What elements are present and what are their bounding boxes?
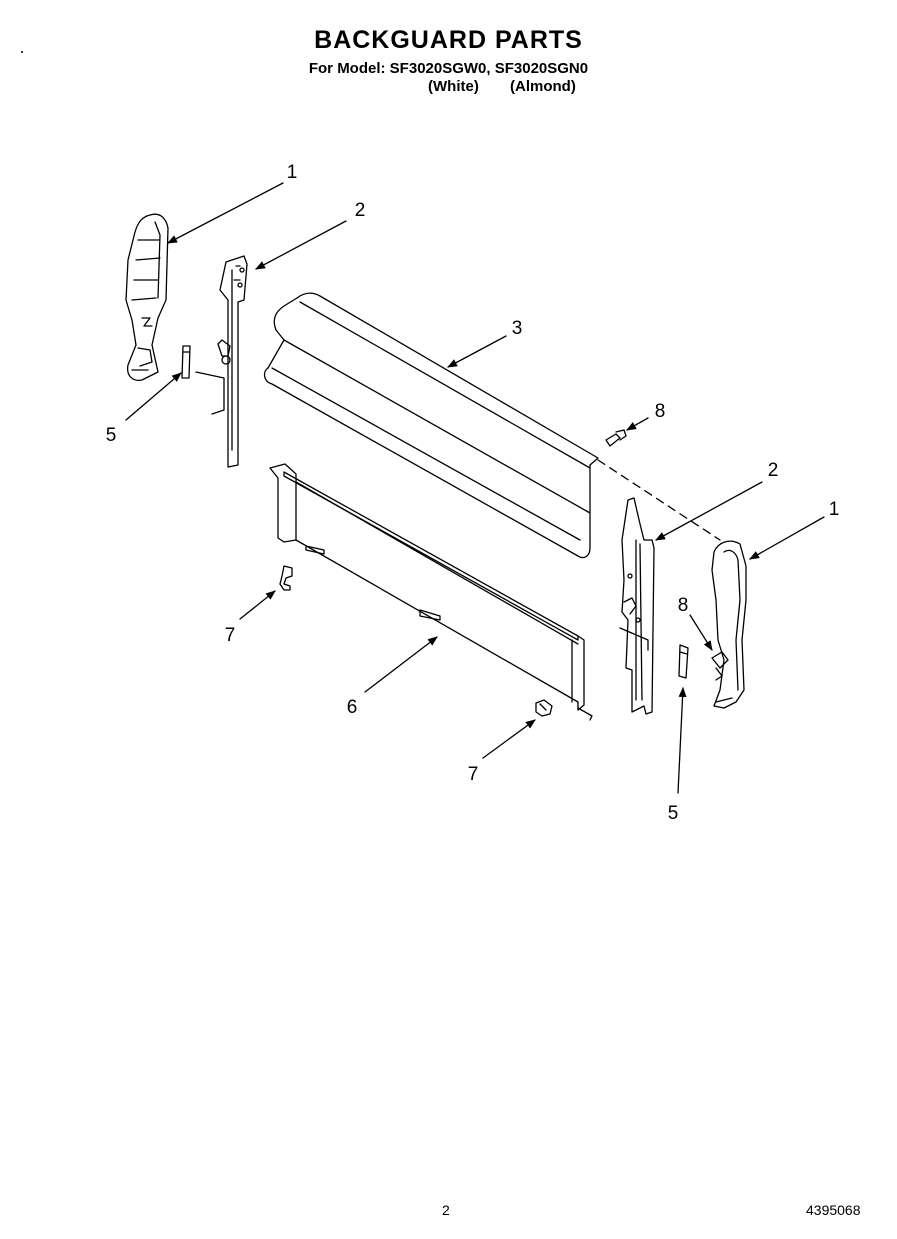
- callout-number: 5: [106, 425, 117, 446]
- leader-line: [482, 719, 536, 759]
- corner-mark: [21, 51, 23, 53]
- leader-lines: [125, 182, 825, 794]
- upper-screw: [605, 429, 627, 447]
- leader-line: [255, 220, 347, 270]
- right-screw: [711, 651, 729, 681]
- callout-number: 8: [655, 401, 666, 422]
- lower-screw-left: [279, 565, 293, 591]
- leader-line: [364, 636, 438, 693]
- right-end-cap: [711, 540, 747, 709]
- page-number: 2: [442, 1202, 450, 1218]
- lower-trim-frame: [269, 463, 593, 721]
- right-side-bracket: [619, 497, 655, 715]
- callout-number: 2: [355, 200, 366, 221]
- color-white-label: (White): [428, 78, 479, 95]
- callout-number: 8: [678, 595, 689, 616]
- callout-number: 7: [225, 625, 236, 646]
- left-clip: [181, 345, 191, 379]
- callout-number: 6: [347, 697, 358, 718]
- callout-number: 1: [829, 499, 840, 520]
- leader-line: [749, 516, 825, 560]
- alignment-dashed-line: [597, 459, 721, 541]
- left-end-cap: [125, 213, 169, 381]
- leader-line: [125, 372, 182, 421]
- callout-numbers: 1 2 3 8 5 2 1 7 8 6 7 5: [106, 162, 840, 824]
- callout-number: 5: [668, 803, 679, 824]
- lower-screw-right: [535, 699, 553, 717]
- callout-number: 7: [468, 764, 479, 785]
- page-title: BACKGUARD PARTS: [314, 26, 583, 54]
- part-number: 4395068: [806, 1202, 861, 1218]
- right-clip: [678, 644, 689, 679]
- backguard-panel: [263, 292, 599, 559]
- callout-number: 2: [768, 460, 779, 481]
- leader-line: [655, 481, 763, 541]
- left-side-bracket: [195, 255, 248, 468]
- callout-number: 3: [512, 318, 523, 339]
- leader-line: [239, 590, 276, 620]
- leader-line: [626, 417, 649, 431]
- model-line: For Model: SF3020SGW0, SF3020SGN0: [308, 60, 589, 77]
- leader-line: [677, 687, 687, 794]
- leader-line: [447, 335, 507, 368]
- leader-line: [689, 614, 713, 651]
- color-almond-label: (Almond): [510, 78, 576, 95]
- callout-number: 1: [287, 162, 298, 183]
- leader-line: [167, 182, 284, 244]
